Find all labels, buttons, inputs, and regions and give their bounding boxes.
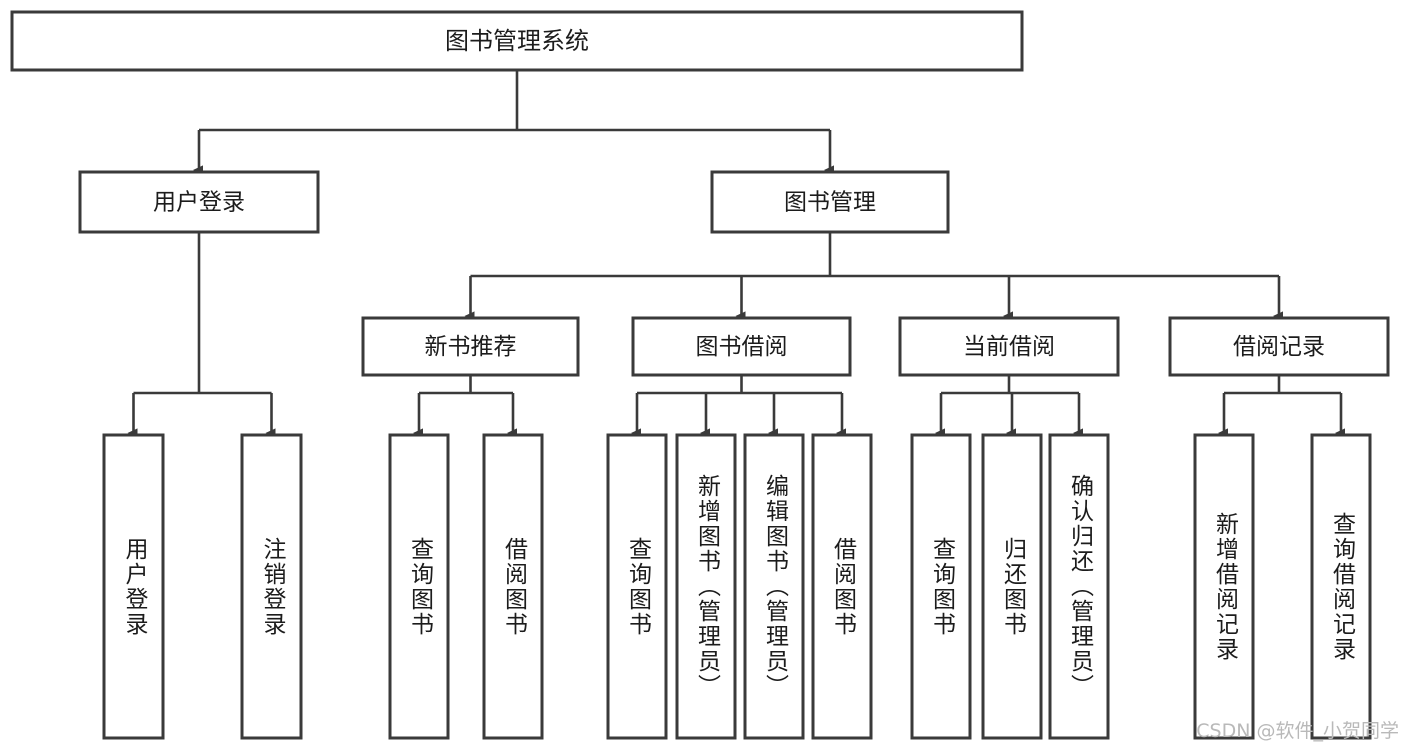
- node-leaf-query-record[interactable]: [1310, 433, 1372, 740]
- node-root[interactable]: 图书管理系统: [10, 10, 1024, 72]
- node-label: 当前借阅: [963, 334, 1055, 360]
- node-label: 借阅记录: [1233, 334, 1325, 360]
- node-leaf-borrow-book-br[interactable]: [811, 433, 873, 740]
- node-book-borrow[interactable]: 图书借阅: [631, 316, 852, 377]
- node-leaf-confirm-return[interactable]: [1048, 433, 1110, 740]
- node-leaf-return-book[interactable]: [981, 433, 1043, 740]
- node-leaf-logout[interactable]: [240, 433, 303, 740]
- node-leaf-query-book-rec[interactable]: [388, 433, 450, 740]
- node-user-login[interactable]: 用户登录: [78, 170, 320, 234]
- node-leaf-query-book-cb[interactable]: [910, 433, 972, 740]
- node-label: 新书推荐: [425, 334, 517, 360]
- node-leaf-borrow-book-rec[interactable]: [482, 433, 544, 740]
- node-leaf-query-book-br[interactable]: [606, 433, 668, 740]
- node-leaf-add-record[interactable]: [1193, 433, 1255, 740]
- node-leaf-user-login[interactable]: [102, 433, 165, 740]
- node-borrow-record[interactable]: 借阅记录: [1168, 316, 1390, 377]
- node-book-mgmt[interactable]: 图书管理: [710, 170, 950, 234]
- edge-layer: [127, 70, 1345, 438]
- node-current-borrow[interactable]: 当前借阅: [898, 316, 1120, 377]
- node-new-book-rec[interactable]: 新书推荐: [361, 316, 580, 377]
- node-leaf-edit-book[interactable]: [743, 433, 805, 740]
- node-label: 图书管理: [784, 190, 876, 216]
- node-leaf-add-book[interactable]: [675, 433, 737, 740]
- watermark: CSDN @软件_小贺同学: [1196, 720, 1399, 742]
- node-label: 用户登录: [153, 190, 245, 216]
- node-label: 图书借阅: [696, 334, 788, 360]
- node-label: 图书管理系统: [445, 27, 589, 55]
